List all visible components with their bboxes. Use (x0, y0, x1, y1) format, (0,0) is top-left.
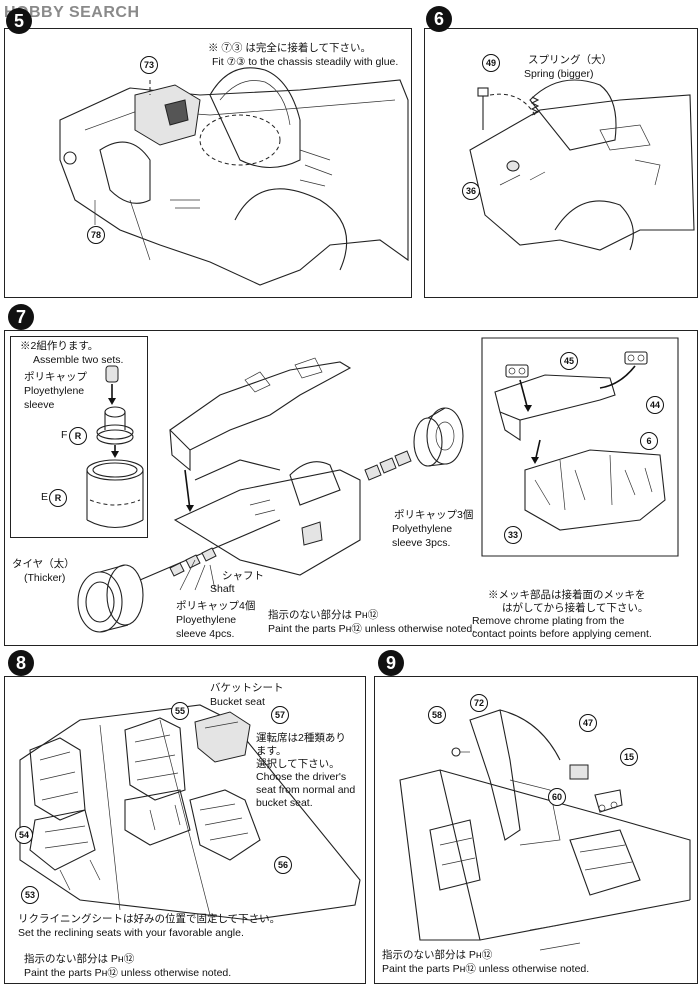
wheel-f-r-circle: R (69, 427, 87, 445)
part-47-label: 47 (579, 714, 597, 732)
bucket-seat-en: Bucket seat (210, 696, 265, 708)
part-56-label: 56 (274, 856, 292, 874)
choose-en3: bucket seat. (256, 797, 313, 809)
shaft-label-jp: シャフト (222, 570, 264, 582)
chrome-note-jp2: はがしてから接着して下さい。 (502, 602, 649, 614)
inset-polycap-en1: Ployethylene (24, 385, 85, 397)
part-15-label: 15 (620, 748, 638, 766)
step-5-panel (4, 28, 412, 298)
spring-label-en: Spring (bigger) (524, 68, 594, 80)
inset-note-en: Assemble two sets. (33, 354, 124, 366)
poly3-label-en1: Polyethylene (392, 523, 453, 535)
part-33-label: 33 (504, 526, 522, 544)
step-9-paint-en: Paint the parts Pн⑫ unless otherwise not… (382, 963, 590, 975)
choose-jp2: ます。 (256, 745, 287, 757)
step-5-note-jp: ※ ⑦③ は完全に接着して下さい。 (208, 42, 372, 54)
wheel-e-r-circle: R (49, 489, 67, 507)
part-45-label: 45 (560, 352, 578, 370)
part-73-label: 73 (140, 56, 158, 74)
part-49-label: 49 (482, 54, 500, 72)
step-8-number: 8 (8, 650, 34, 676)
tire-label-en: (Thicker) (24, 572, 66, 584)
part-36-label: 36 (462, 182, 480, 200)
inset-polycap-en2: sleeve (24, 399, 55, 411)
shaft-label-en: Shaft (210, 583, 235, 595)
part-58-label: 58 (428, 706, 446, 724)
choose-jp3: 選択して下さい。 (256, 758, 340, 770)
hobby-search-logo: HOBBY SEARCH (4, 4, 140, 21)
recline-note-jp: リクライニングシートは好みの位置で固定して下さい。 (18, 913, 281, 925)
choose-en2: seat from normal and (256, 784, 356, 796)
wheel-e-label: E (41, 491, 49, 503)
part-6-label: 6 (640, 432, 658, 450)
tire-label-jp: タイヤ（太） (12, 558, 75, 570)
chrome-note-en2: contact points before applying cement. (472, 628, 652, 640)
step-9-paint-jp: 指示のない部分は Pн⑫ (382, 949, 493, 961)
part-57-label: 57 (271, 706, 289, 724)
step-6-panel (424, 28, 698, 298)
poly3-label-jp: ポリキャップ3個 (394, 509, 474, 521)
poly4-label-jp: ポリキャップ4個 (176, 600, 256, 612)
step-5-note-en: Fit ⑦③ to the chassis steadily with glue… (212, 56, 399, 68)
step-8-panel (4, 676, 366, 984)
choose-jp1: 運転席は2種類あり (256, 732, 346, 744)
part-60-label: 60 (548, 788, 566, 806)
chrome-note-en1: Remove chrome plating from the (472, 615, 625, 627)
spring-label-jp: スプリング（大） (528, 54, 612, 66)
step-6-number: 6 (426, 6, 452, 32)
poly4-label-en1: Ployethylene (176, 614, 237, 626)
poly3-label-en2: sleeve 3pcs. (392, 537, 451, 549)
step-9-number: 9 (378, 650, 404, 676)
wheel-f-label: F (61, 429, 68, 441)
bucket-seat-jp: バケットシート (210, 682, 284, 694)
step-5-number: 5 (6, 8, 32, 34)
part-55-label: 55 (171, 702, 189, 720)
step-8-paint-en: Paint the parts Pн⑫ unless otherwise not… (24, 967, 232, 979)
part-54-label: 54 (15, 826, 33, 844)
step-7-paint-jp: 指示のない部分は Pн⑫ (268, 609, 379, 621)
step-7-number: 7 (8, 304, 34, 330)
chrome-note-jp1: ※メッキ部品は接着面のメッキを (488, 589, 646, 601)
inset-note-jp: ※2組作ります。 (20, 340, 99, 352)
inset-polycap-jp: ポリキャップ (24, 371, 87, 383)
step-8-paint-jp: 指示のない部分は Pн⑫ (24, 953, 135, 965)
poly4-label-en2: sleeve 4pcs. (176, 628, 235, 640)
recline-note-en: Set the reclining seats with your favora… (18, 927, 244, 939)
part-72-label: 72 (470, 694, 488, 712)
part-78-label: 78 (87, 226, 105, 244)
part-44-label: 44 (646, 396, 664, 414)
step-7-paint-en: Paint the parts Pн⑫ unless otherwise not… (268, 623, 476, 635)
step-9-panel (374, 676, 698, 984)
part-53-label: 53 (21, 886, 39, 904)
